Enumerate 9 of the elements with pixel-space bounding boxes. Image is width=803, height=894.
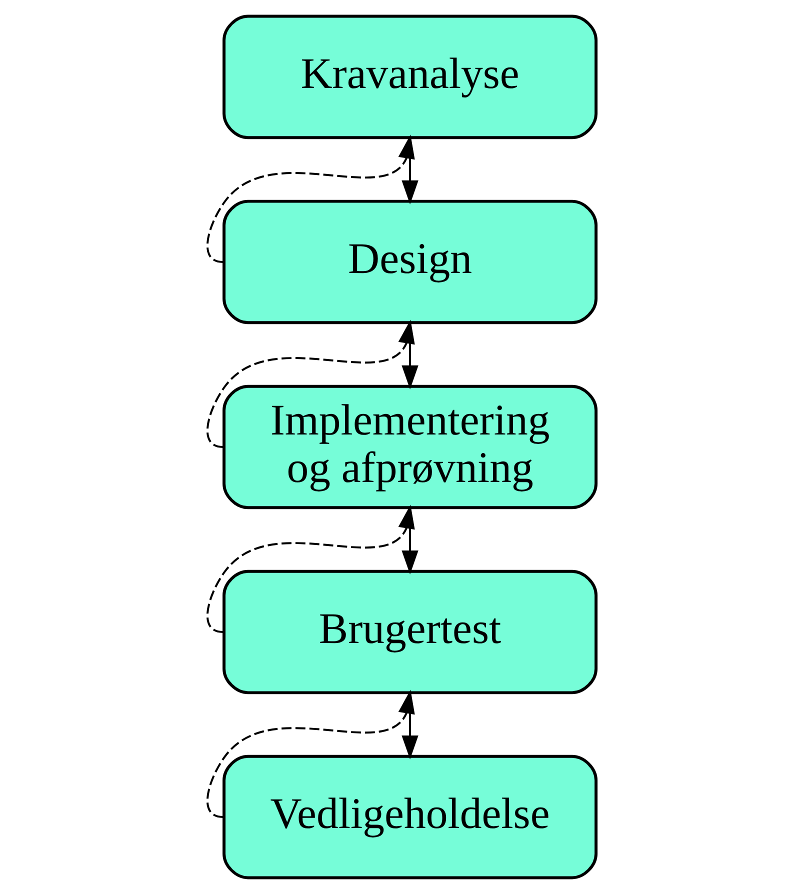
arrow [206,504,415,633]
node-box: Brugertest [222,570,598,694]
node-box: Implementering og afprøvning [222,384,598,510]
arrow [206,134,415,263]
arrow [206,320,415,448]
node-box: Kravanalyse [222,14,598,140]
node-box: Vedligeholdelse [222,754,598,880]
node-box: Design [222,200,598,324]
arrow [206,690,415,818]
